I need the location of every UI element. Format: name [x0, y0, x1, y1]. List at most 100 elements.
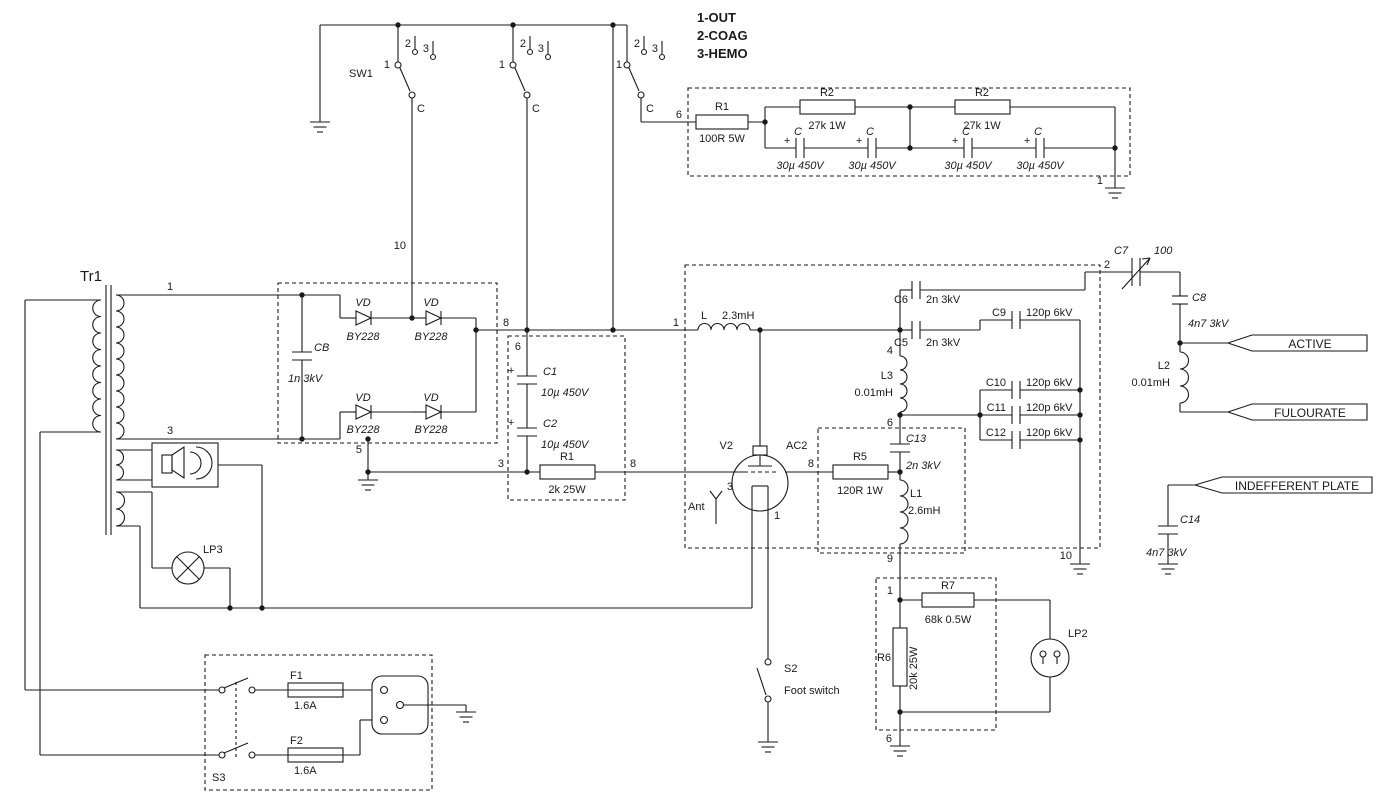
sw1-s3-pos3: 3 [652, 43, 658, 55]
svg-text:4n7 3kV: 4n7 3kV [1146, 547, 1188, 559]
pin-1: 1 [167, 281, 173, 293]
tr1-label: Tr1 [80, 268, 102, 285]
fuse-f2: F2 1.6A [287, 735, 344, 777]
pin-4: 4 [887, 345, 893, 357]
svg-text:+: + [1024, 135, 1031, 147]
hv-winding [115, 294, 125, 440]
pin-5: 5 [356, 444, 362, 456]
svg-text:10µ 450V: 10µ 450V [541, 439, 590, 451]
svg-text:C11: C11 [987, 402, 1006, 414]
foot-switch-s2: S2 Foot switch [756, 658, 840, 753]
tube-pin-1: 1 [774, 510, 780, 522]
svg-text:F2: F2 [290, 735, 303, 747]
svg-text:0.01mH: 0.01mH [854, 387, 893, 399]
speaker-icon [161, 445, 213, 480]
tank-circuit-module: 1 L 2.3mH C6 2n 3kV 2 C5 2n 3kV [673, 259, 1132, 600]
svg-text:FULOURATE: FULOURATE [1274, 406, 1346, 420]
oscillator-tube-v2: V2 AC2 3 1 Ant [688, 440, 833, 659]
svg-text:C: C [866, 126, 874, 138]
svg-text:C6: C6 [894, 294, 908, 306]
sw1-s3-pos1: 1 [616, 59, 622, 71]
smoothing-module: 6 + C1 10µ 450V + C2 10µ 450V 3 R1 2k 25… [368, 330, 744, 501]
mode-switch-sw1: SW1 1 2 3 C 1 2 [309, 24, 696, 330]
svg-text:20k 25W: 20k 25W [908, 646, 920, 690]
svg-text:120p 6kV: 120p 6kV [1026, 427, 1073, 439]
svg-text:L3: L3 [881, 370, 893, 382]
capacitor-c-30u-2: + C 30µ 450V [848, 126, 897, 172]
svg-text:68k 0.5W: 68k 0.5W [925, 614, 972, 626]
resistor-r1-100r: R1 100R 5W [695, 101, 749, 145]
svg-text:2n 3kV: 2n 3kV [926, 337, 961, 349]
diode-vd3: VD BY228 [340, 392, 412, 436]
svg-text:+: + [952, 135, 959, 147]
lamp-winding [115, 491, 125, 527]
svg-text:R7: R7 [941, 580, 955, 592]
inductor-l: L 2.3mH [697, 310, 754, 331]
capacitor-c13: C13 2n 3kV [890, 433, 942, 472]
svg-text:30µ 450V: 30µ 450V [848, 160, 897, 172]
legend-line-1: 1-OUT [697, 10, 736, 25]
ant-label: Ant [688, 501, 705, 513]
legend-line-2: 2-COAG [697, 28, 748, 43]
svg-text:100: 100 [1154, 245, 1173, 257]
svg-text:2k 25W: 2k 25W [548, 484, 586, 496]
svg-text:CB: CB [314, 342, 329, 354]
pin-6: 6 [515, 341, 521, 353]
feedback-module: 1 R7 68k 0.5W R6 20k 25W 6 LP2 [875, 577, 1088, 757]
module-border [507, 335, 626, 501]
module-border [684, 264, 1101, 549]
s2-label: S2 [784, 663, 797, 675]
diode-vd1: VD BY228 [340, 297, 412, 343]
capacitor-c-30u-4: + C 30µ 450V [1016, 126, 1065, 172]
pin-3: 3 [498, 458, 504, 470]
svg-text:2n 3kV: 2n 3kV [905, 460, 942, 472]
submodule-border [817, 427, 966, 554]
switch-s3 [218, 677, 256, 760]
svg-text:C: C [1034, 126, 1042, 138]
svg-text:+: + [784, 135, 791, 147]
svg-text:30µ 450V: 30µ 450V [1016, 160, 1065, 172]
svg-text:C2: C2 [543, 418, 557, 430]
pin-10: 10 [1060, 550, 1072, 562]
svg-text:L: L [701, 310, 707, 322]
hemo-filter-module: 6 R1 100R 5W R2 27k 1W R2 27k 1W [676, 87, 1131, 199]
sw1-label: SW1 [349, 68, 373, 80]
svg-text:C: C [794, 126, 802, 138]
svg-text:R1: R1 [715, 101, 729, 113]
lamp-lp2: LP2 [900, 600, 1088, 713]
lp3-label: LP3 [203, 544, 223, 556]
sw1-s2-pos1: 1 [499, 59, 505, 71]
inductor-l3: L3 0.01mH [854, 355, 908, 413]
speaker [116, 442, 263, 608]
svg-text:R2: R2 [820, 87, 834, 99]
svg-text:+: + [508, 365, 515, 377]
svg-text:C7: C7 [1114, 245, 1129, 257]
legend-line-3: 3-HEMO [697, 46, 748, 61]
svg-text:120p 6kV: 120p 6kV [1026, 377, 1073, 389]
heater-bus [116, 525, 752, 609]
svg-text:R6: R6 [877, 652, 891, 664]
svg-text:1n 3kV: 1n 3kV [288, 373, 324, 385]
svg-text:2.3mH: 2.3mH [722, 310, 754, 322]
svg-text:BY228: BY228 [346, 331, 380, 343]
svg-text:10µ 450V: 10µ 450V [541, 387, 590, 399]
svg-text:2n 3kV: 2n 3kV [926, 294, 961, 306]
capacitor-c10: C10 120p 6kV [980, 377, 1080, 399]
resistor-r1-2k: R1 2k 25W [539, 451, 596, 496]
svg-text:+: + [856, 135, 863, 147]
capacitor-c5: C5 2n 3kV [894, 321, 980, 349]
svg-text:R5: R5 [853, 451, 867, 463]
speaker-winding [115, 449, 124, 481]
output-network: C7 100 C8 4n7 3kV L2 0.01mH ACTIVE FULOU… [1114, 245, 1373, 575]
sw1-s2-pos3: 3 [538, 43, 544, 55]
svg-text:27k 1W: 27k 1W [808, 120, 846, 132]
svg-text:VD: VD [423, 392, 438, 404]
pin-6: 6 [887, 417, 893, 429]
svg-text:VD: VD [355, 392, 370, 404]
resistor-r2-a: R2 27k 1W [799, 87, 856, 132]
capacitor-cb: CB 1n 3kV [288, 295, 329, 439]
pin-8: 8 [503, 317, 509, 329]
svg-text:C5: C5 [894, 337, 908, 349]
pin-1: 1 [887, 585, 893, 597]
